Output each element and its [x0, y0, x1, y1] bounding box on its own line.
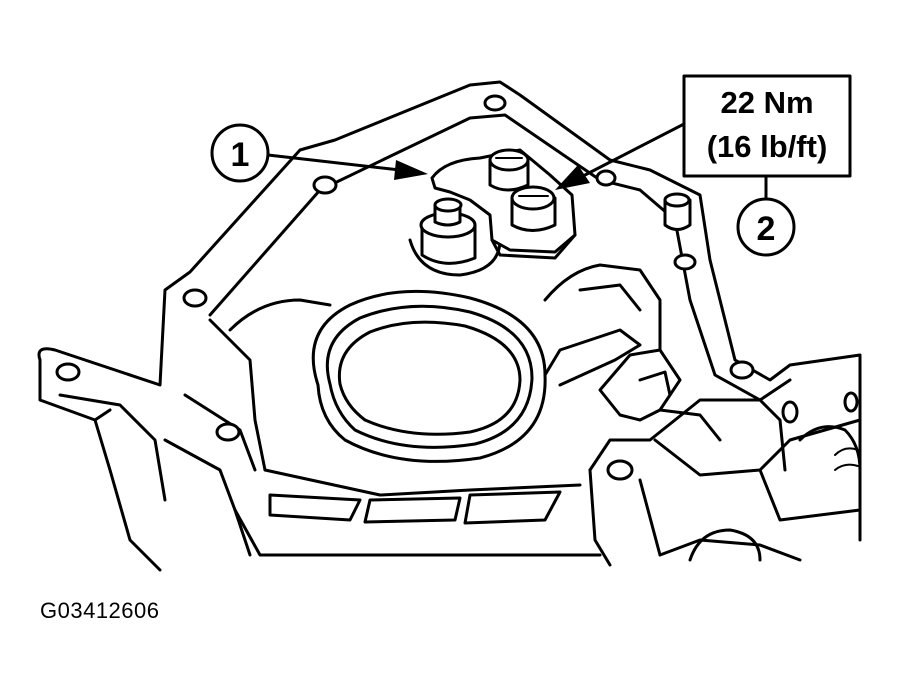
right-casting — [588, 378, 862, 567]
callout-2-arrowhead — [555, 165, 590, 190]
dowel-pin — [663, 192, 692, 231]
callout-2: 22 Nm (16 lb/ft) 2 — [555, 74, 852, 257]
internal-ribs — [208, 263, 722, 557]
flange-bolt-holes — [55, 94, 859, 481]
callout-1: 1 — [210, 123, 428, 183]
figure-id-label: G03412606 — [40, 598, 160, 623]
callout-2-number: 2 — [757, 210, 776, 248]
torque-spec-lbft: (16 lb/ft) — [707, 129, 828, 164]
callout-1-arrowhead — [394, 160, 428, 180]
callout-1-number: 1 — [231, 136, 250, 174]
mounting-pin — [408, 197, 502, 277]
retaining-bracket — [430, 148, 577, 260]
bearing-bore — [311, 289, 547, 463]
torque-spec-nm: 22 Nm — [720, 85, 813, 120]
